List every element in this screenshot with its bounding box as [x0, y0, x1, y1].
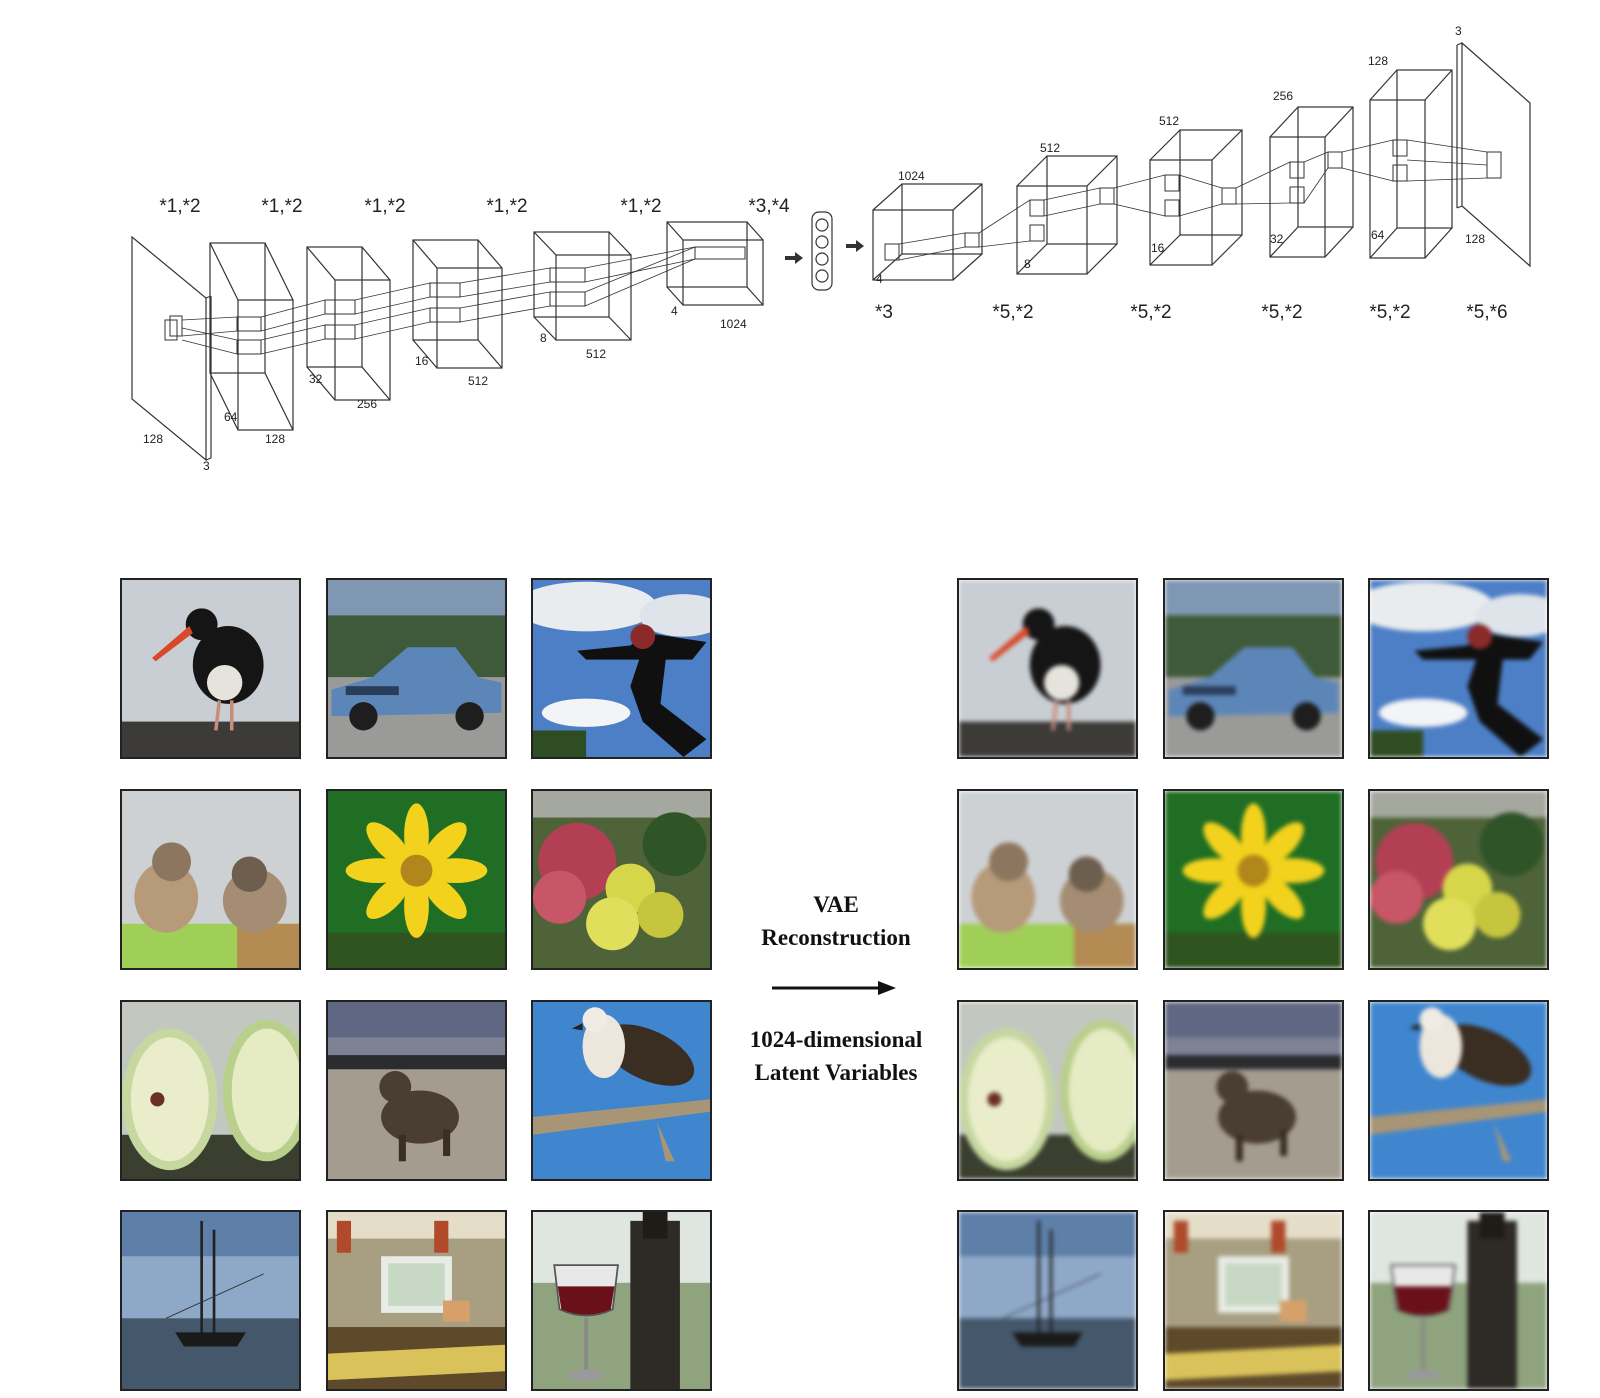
decoder2-side-label: 8: [1024, 257, 1031, 271]
encoder-op-label-1: *1,*2: [159, 196, 200, 217]
reconstructed-image-tile: [1368, 789, 1549, 970]
original-image-tile: [120, 578, 301, 759]
arrow-from-latent: [846, 240, 864, 252]
reconstructed-image-tile: [1163, 1000, 1344, 1181]
original-image-tile: [531, 1210, 712, 1391]
encoder-op-label-5: *1,*2: [620, 196, 661, 217]
decoder-op-label-4: *5,*2: [1261, 302, 1302, 323]
block4-size-label: 512: [586, 347, 606, 361]
original-image-tile: [531, 789, 712, 970]
reconstructed-image-tile: [957, 789, 1138, 970]
block3-depth-label: 16: [415, 354, 429, 368]
encoder-op-label-6: *3,*4: [748, 196, 790, 217]
latent-line-1: 1024-dimensional: [749, 1027, 923, 1052]
reconstructed-image-tile: [957, 1210, 1138, 1391]
vae-reconstruction-title: VAE Reconstruction: [716, 888, 956, 954]
reconstructed-image-tile: [1368, 1000, 1549, 1181]
encoder-op-label-2: *1,*2: [261, 196, 302, 217]
title-line-2: Reconstruction: [761, 925, 911, 950]
original-image-tile: [120, 1000, 301, 1181]
right-arrow-icon: [772, 981, 896, 995]
reconstructed-image-tile: [1368, 578, 1549, 759]
latent-line-2: Latent Variables: [754, 1060, 918, 1085]
decoder-block-5: [1369, 69, 1453, 259]
decoder-block-4: [1269, 106, 1354, 258]
arrow-to-latent: [785, 252, 803, 264]
decoder4-top-label: 256: [1273, 89, 1293, 103]
block3-size-label: 512: [468, 374, 488, 388]
latent-vector: [811, 211, 833, 291]
encoder-input-plane: [131, 235, 212, 462]
original-image-tile: [120, 1210, 301, 1391]
decoder3-side-label: 16: [1151, 241, 1165, 255]
original-image-tile: [326, 1000, 507, 1181]
original-image-tile: [120, 789, 301, 970]
original-image-tile: [531, 578, 712, 759]
decoder-block-2: [1016, 155, 1118, 275]
decoder-op-label-5: *5,*2: [1369, 302, 1410, 323]
decoder-block-1: [872, 183, 983, 281]
encoder-block-5: [666, 221, 764, 306]
encoder-op-label-4: *1,*2: [486, 196, 527, 217]
reconstructed-image-tile: [1163, 1210, 1344, 1391]
decoder5-top-label: 128: [1368, 54, 1388, 68]
vae-architecture-diagram: *1,*2 *1,*2 *1,*2 *1,*2 *1,*2 *3,*4 3 12…: [131, 24, 1531, 473]
encoder-block-1: [209, 242, 294, 431]
decoder-op-label-1: *3: [875, 302, 893, 323]
reconstructed-image-tile: [957, 578, 1138, 759]
block4-depth-label: 8: [540, 331, 547, 345]
block2-size-label: 256: [357, 397, 377, 411]
decoder5-side-label: 64: [1371, 228, 1385, 242]
output-side-label: 128: [1465, 232, 1485, 246]
decoder4-side-label: 32: [1270, 232, 1284, 246]
latent-variables-caption: 1024-dimensional Latent Variables: [716, 1023, 956, 1089]
decoder-op-label-2: *5,*2: [992, 302, 1033, 323]
decoder-block-3: [1149, 129, 1243, 266]
original-image-tile: [326, 789, 507, 970]
reconstructed-image-tile: [1163, 578, 1344, 759]
block5-size-label: 1024: [720, 317, 747, 331]
reconstructed-image-tile: [1368, 1210, 1549, 1391]
input-depth-label: 3: [203, 459, 210, 473]
decoder-output-plane: [1456, 41, 1531, 268]
encoder-op-label-3: *1,*2: [364, 196, 405, 217]
block1-depth-label: 64: [224, 410, 238, 424]
block2-depth-label: 32: [309, 372, 323, 386]
encoder-block-2: [306, 246, 391, 401]
decoder-op-label-6: *5,*6: [1466, 302, 1507, 323]
decoder1-top-label: 1024: [898, 169, 925, 183]
decoder1-side-label: 4: [876, 272, 883, 286]
original-image-tile: [326, 1210, 507, 1391]
reconstructed-image-tile: [957, 1000, 1138, 1181]
decoder-op-label-3: *5,*2: [1130, 302, 1171, 323]
encoder-block-3: [412, 239, 503, 369]
reconstructed-image-tile: [1163, 789, 1344, 970]
input-size-label: 128: [143, 432, 163, 446]
output-top-label: 3: [1455, 24, 1462, 38]
block1-size-label: 128: [265, 432, 285, 446]
original-image-tile: [326, 578, 507, 759]
block5-depth-label: 4: [671, 304, 678, 318]
encoder-block-4: [533, 231, 632, 341]
title-line-1: VAE: [813, 892, 859, 917]
original-image-tile: [531, 1000, 712, 1181]
decoder2-top-label: 512: [1040, 141, 1060, 155]
decoder3-top-label: 512: [1159, 114, 1179, 128]
